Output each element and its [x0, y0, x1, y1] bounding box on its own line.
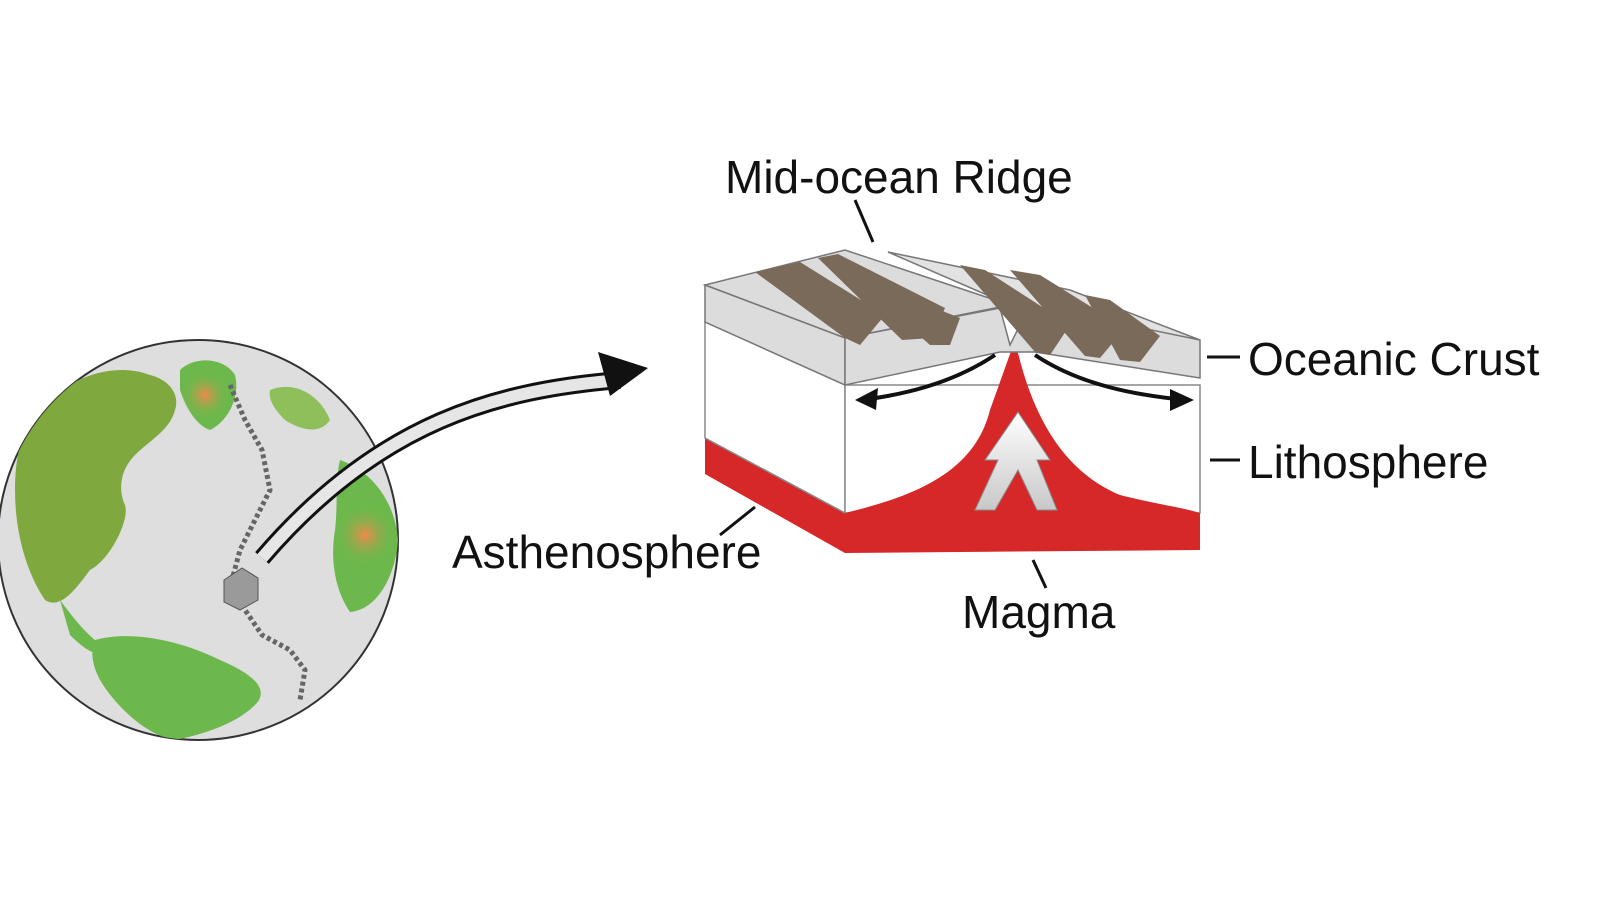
stripe-left-3: [885, 300, 960, 345]
curved-arrow-icon: [255, 352, 648, 564]
lithosphere-label: Lithosphere: [1248, 436, 1488, 488]
ridge-leader: [853, 199, 875, 243]
leader-lines: [719, 199, 1240, 589]
stripe-right-1: [960, 265, 1070, 355]
earth-globe-icon: [0, 339, 399, 741]
rising-magma-arrow: [974, 411, 1058, 511]
ridge-block-diagram: [702, 249, 1201, 553]
asthenosphere-leader: [719, 505, 756, 537]
europe-landmass: [269, 386, 330, 430]
south-america-landmass: [92, 636, 261, 740]
magma-leader: [1031, 559, 1048, 589]
ridge-label: Mid-ocean Ridge: [725, 151, 1073, 203]
asthenosphere-left-face: [705, 438, 845, 553]
stripe-right-2: [1010, 270, 1125, 358]
asthenosphere-label: Asthenosphere: [452, 526, 761, 578]
ridge-line-on-globe: [227, 384, 308, 701]
stripe-left-1: [755, 262, 885, 345]
crust-label: Oceanic Crust: [1248, 333, 1540, 385]
spreading-arrow-right: [1033, 353, 1186, 402]
diagram-location-marker: [223, 567, 259, 611]
stripe-right-3: [1085, 295, 1160, 362]
north-america-landmass: [15, 370, 177, 603]
magma-label: Magma: [962, 586, 1116, 638]
